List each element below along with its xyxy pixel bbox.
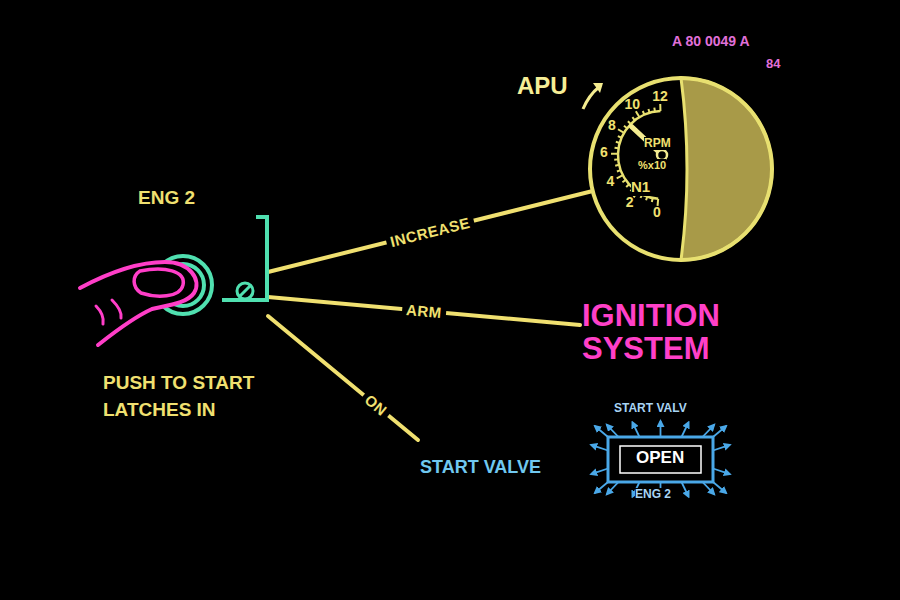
dial-tick (615, 147, 619, 150)
finger-outline (80, 262, 196, 345)
gauge-unit: RPM (644, 137, 671, 150)
dial-tick (611, 153, 618, 155)
gauge-shade (681, 78, 772, 260)
ignition-title: IGNITION SYSTEM (582, 300, 750, 365)
glow-ray (682, 422, 689, 437)
finger-mask (70, 262, 196, 350)
document-code: 84 (766, 57, 780, 71)
start-valve-annunciator-outline (418, 398, 748, 513)
dial-tick (616, 142, 620, 143)
annunciator-legend: START VALV (614, 402, 687, 415)
dial-tick (614, 158, 618, 160)
annunciator-frame (608, 437, 713, 482)
glow-ray (703, 425, 715, 437)
finger-nail (134, 269, 183, 296)
panel-heading: ENG 2 (138, 188, 195, 209)
increase-arrowhead (593, 83, 603, 93)
glow-ray (607, 425, 619, 437)
panel-screw (237, 283, 253, 299)
glow-ray (595, 426, 608, 437)
dial-number: 8 (608, 118, 616, 133)
dial-arc (618, 111, 660, 199)
finger-crease (96, 300, 121, 324)
dial-tick (646, 196, 647, 200)
dial-tick (643, 111, 645, 115)
glow-ray (632, 422, 639, 437)
annunciator-state: OPEN (636, 449, 684, 468)
dial-tick (617, 175, 623, 178)
document-code: A 80 0049 A (672, 34, 750, 49)
dial-number: 6 (600, 146, 608, 161)
gauge-parameter: N1 (631, 179, 650, 196)
connector-label: ARM (401, 301, 446, 322)
dial-tick (617, 170, 621, 171)
start-button-panel-outline (150, 213, 268, 323)
glow-ray (713, 482, 726, 493)
glow-ray (703, 482, 715, 494)
increase-arrow (583, 87, 599, 109)
apu-rpm-gauge-outline (587, 75, 775, 263)
apu-rpm-gauge: APURPM%x10N1 (587, 75, 775, 263)
button-instruction: PUSH TO START LATCHES IN (103, 370, 281, 424)
screw-slot (240, 286, 250, 296)
dial-number: 10 (624, 97, 640, 112)
panel-bracket (222, 217, 267, 300)
dial-tick (653, 108, 656, 112)
gauge-bezel (590, 78, 772, 260)
dial-tick (618, 136, 622, 138)
dial-number: 2 (626, 195, 634, 210)
valve-heading: START VALVE (420, 458, 541, 478)
dial-tick (626, 184, 629, 187)
dial-tick (624, 126, 627, 128)
glow-ray (607, 482, 619, 494)
dial-number: 0 (653, 205, 661, 220)
dial-tick (628, 121, 631, 124)
dial-number: 4 (607, 174, 615, 189)
connector-label: INCREASE (384, 213, 475, 251)
annunciator-window (620, 446, 701, 473)
dial-tick (615, 164, 619, 167)
glow-ray (713, 445, 730, 451)
connector-line (268, 297, 580, 325)
dial-tick (648, 109, 649, 113)
annunciator-engine: ENG 2 (635, 488, 671, 501)
dial-number: 12 (652, 89, 668, 104)
gauge-heading: APU (517, 73, 568, 99)
dial-tick (618, 129, 624, 133)
glow-ray (660, 421, 662, 437)
glow-ray (591, 469, 608, 475)
glow-ray (591, 445, 608, 451)
glow-ray (713, 426, 726, 437)
glow-ray (595, 482, 608, 493)
start-button-panel: ENG 2PUSH TO START LATCHES IN (150, 213, 268, 323)
gauge-scale: %x10 (638, 159, 666, 171)
glow-ray (713, 469, 730, 475)
ignition-system-node: IGNITION SYSTEM (580, 298, 750, 370)
dial-tick (632, 117, 634, 120)
dial-tick (651, 198, 654, 202)
connector-line (268, 316, 418, 440)
glow-ray (682, 482, 689, 497)
connector-line (268, 191, 592, 272)
start-valve-annunciator: START VALVE START VALV OPEN ENG 2 (418, 398, 748, 513)
dial-tick (659, 104, 661, 111)
dial-tick (622, 180, 625, 182)
